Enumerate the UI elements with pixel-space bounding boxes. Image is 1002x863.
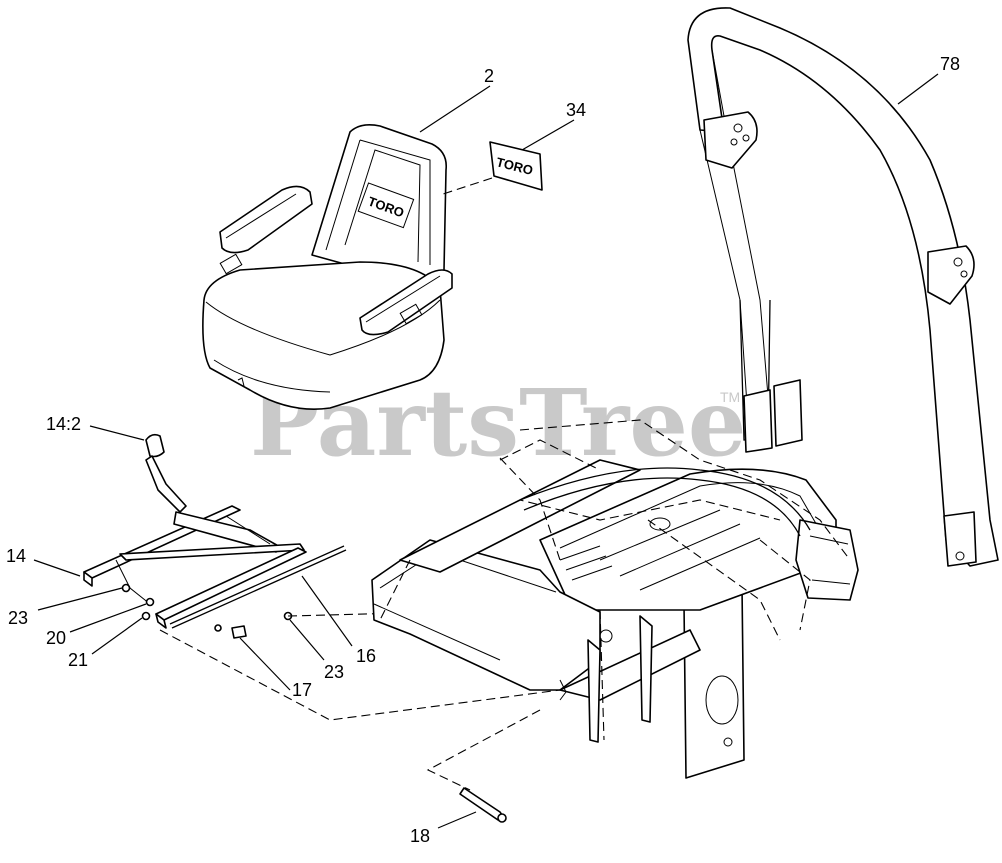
chassis-frame[interactable] xyxy=(371,459,859,779)
decal[interactable]: TORO xyxy=(489,141,543,191)
callout-pin: 18 xyxy=(410,826,430,846)
seat-rail-assembly[interactable] xyxy=(83,505,307,629)
callout-decal: 34 xyxy=(566,100,586,120)
callout-nut-right: 23 xyxy=(324,662,344,682)
watermark-tm: TM xyxy=(720,389,740,405)
callout-rod: 16 xyxy=(356,646,376,666)
callout-seat-rail: 14 xyxy=(6,546,26,566)
nut-left[interactable] xyxy=(121,583,131,593)
callout-bolt-left: 21 xyxy=(68,650,88,670)
rops-bar[interactable] xyxy=(687,7,999,567)
bolt-left[interactable] xyxy=(141,611,151,621)
rod[interactable] xyxy=(169,545,345,625)
callout-washer: 20 xyxy=(46,628,66,648)
washer[interactable] xyxy=(145,597,155,607)
callout-bolt-right: 17 xyxy=(292,680,312,700)
callout-lever: 14:2 xyxy=(46,414,81,434)
seat-assembly[interactable]: TORO xyxy=(202,124,453,410)
callout-seat: 2 xyxy=(484,66,494,86)
callout-rops: 78 xyxy=(940,54,960,74)
pin[interactable] xyxy=(459,787,507,823)
bolt-right[interactable] xyxy=(231,625,247,639)
adjust-lever[interactable] xyxy=(145,433,187,513)
callout-nut-left: 23 xyxy=(8,608,28,628)
